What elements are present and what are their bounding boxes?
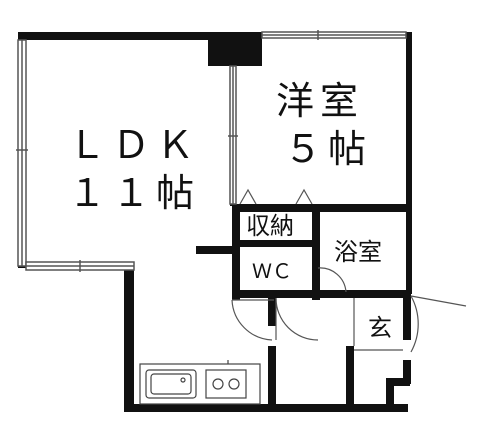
ldk-label-line2: １１帖 — [68, 171, 200, 215]
wall-entrance-left — [346, 346, 354, 412]
wall-entrance-right-bottom — [403, 360, 411, 384]
wc-label: ＷＣ — [252, 259, 292, 283]
wall-wc-bottom — [232, 290, 320, 298]
counter-outline — [139, 363, 261, 405]
room-labels: ＬＤＫ １１帖 洋室 ５帖 収納 浴室 ＷＣ 玄 — [68, 79, 392, 342]
door-bath-swing — [275, 297, 319, 341]
wall-entrance-step — [386, 378, 410, 386]
wall-western-bottom — [232, 204, 410, 212]
wall-bath-bottom — [318, 290, 410, 298]
doors — [231, 188, 467, 353]
kitchen-sink-icon — [145, 369, 197, 399]
kitchen-counter — [139, 360, 261, 405]
ldk-label-line1: ＬＤＫ — [68, 123, 200, 167]
wall-right-upper — [406, 32, 412, 294]
bathroom-label: 浴室 — [334, 238, 382, 266]
wall-bottom — [124, 404, 408, 412]
wall-entrance-right-top — [403, 290, 411, 340]
wall-entrance-step-down — [386, 378, 394, 412]
storage-label: 収納 — [246, 212, 294, 240]
door-entrance-swing — [410, 295, 419, 353]
gas-stove-icon — [205, 369, 247, 399]
entrance-label: 玄 — [368, 314, 392, 342]
wall-ldk-stub — [196, 246, 236, 254]
wall-ldk-left-lower — [124, 262, 134, 412]
wall-hall-left-lower — [268, 346, 276, 412]
wall-hall-left — [268, 296, 276, 326]
door-bath-inner — [317, 267, 347, 293]
wall-core-right — [312, 204, 320, 300]
door-storage-left — [239, 188, 257, 205]
windows — [16, 30, 407, 272]
wall-storage-bottom — [232, 240, 320, 247]
western-room-label-line1: 洋室 — [276, 79, 364, 123]
wall-top-left — [18, 32, 216, 40]
western-room-label-line2: ５帖 — [284, 127, 372, 171]
door-wc-swing — [231, 299, 273, 341]
door-storage-right — [295, 188, 313, 205]
